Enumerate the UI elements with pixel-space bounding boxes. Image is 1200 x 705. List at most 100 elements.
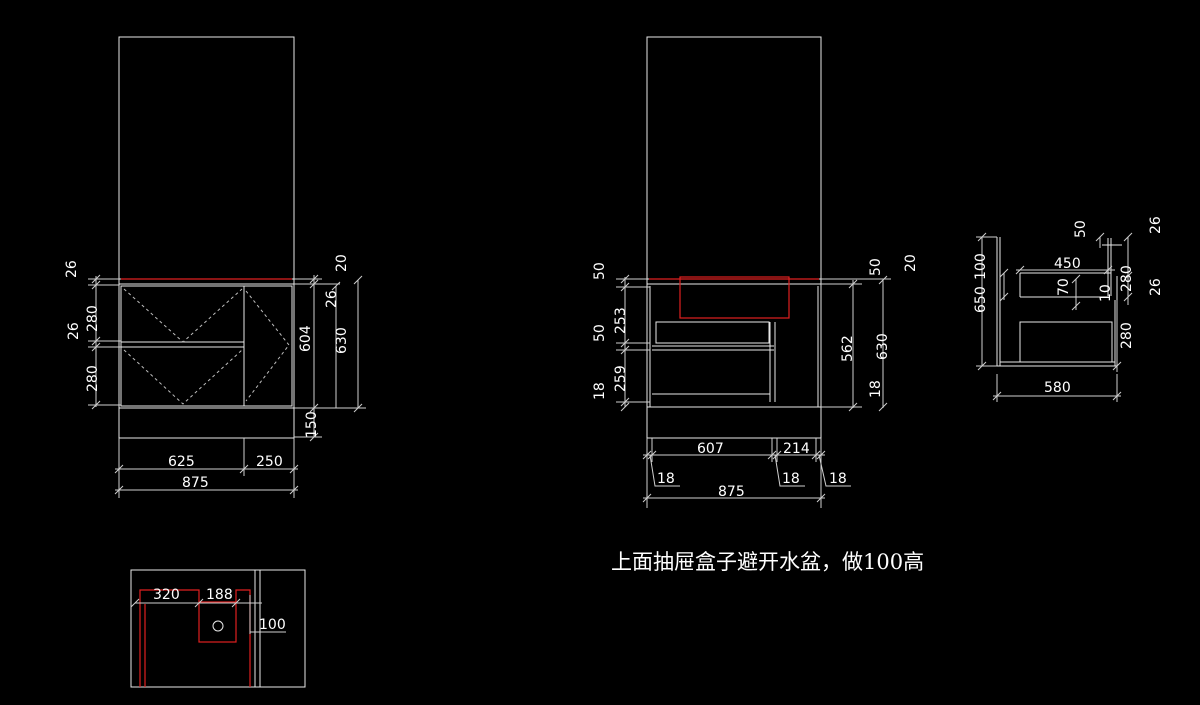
section-right-tick-3	[1123, 292, 1133, 302]
side-width-tick-3	[767, 450, 777, 460]
side-tick-5	[620, 397, 630, 407]
section-dim-box-width: 450	[1054, 256, 1081, 272]
section-dim-depth: 580	[1044, 380, 1071, 396]
front-tick-4	[91, 342, 101, 352]
plan-tick-1	[130, 598, 140, 608]
side-dim-cabinet-height: 630	[875, 333, 891, 360]
section-total-tick-1	[977, 232, 987, 242]
front-tick-2	[91, 280, 101, 290]
section-view: 50 26 100 450 70 280 10 26 650 280 580	[973, 216, 1164, 402]
front-view: 26 280 26 280 20 26 604 630 150	[64, 36, 366, 498]
plan-tick-3	[231, 598, 241, 608]
side-dim-drawer-height: 253	[613, 307, 629, 334]
section-dim-right-offset: 10	[1098, 284, 1114, 302]
side-dim-mid-gap: 50	[592, 324, 608, 342]
side-leader-3	[818, 454, 851, 487]
side-dim-right-bottom: 18	[868, 380, 884, 398]
door-open-marks	[245, 290, 290, 402]
plan-dim-basin-width: 188	[206, 587, 233, 603]
front-width-tick-1	[114, 464, 124, 474]
section-total-tick-2	[977, 361, 987, 371]
plan-view: 320 188 100	[130, 569, 306, 688]
front-right-tick-1	[309, 274, 319, 284]
side-dim-top-gap: 50	[592, 262, 608, 280]
section-depth-tick-2	[1112, 391, 1122, 401]
front-outline	[118, 36, 295, 439]
section-box-tick-2	[999, 292, 1009, 302]
section-top-gap-tick	[1095, 232, 1105, 242]
section-dim-right-top: 26	[1148, 278, 1164, 296]
side-right-tick-4	[878, 402, 888, 412]
side-width-tick-2	[647, 450, 657, 460]
section-right-tick-2	[1123, 271, 1133, 281]
section-dim-right-gap: 280	[1119, 265, 1135, 292]
side-tick-4	[620, 345, 630, 355]
front-dim-upper-drawer: 280	[85, 305, 101, 332]
front-dim-right-offset: 20	[334, 254, 350, 272]
front-tick-5	[91, 400, 101, 410]
side-dim-right-offset: 20	[903, 254, 919, 272]
side-width-tick-6	[816, 450, 826, 460]
side-right-tick-3	[878, 275, 888, 285]
section-width-tick-1	[1015, 265, 1025, 275]
plan-tick-2	[194, 598, 204, 608]
section-inner-tick-1	[1071, 274, 1081, 284]
section-inner-tick-2	[1071, 301, 1081, 311]
section-width-tick-2	[1103, 265, 1113, 275]
side-tick-1	[620, 274, 630, 284]
side-width-tick-1	[642, 450, 652, 460]
front-dim-inner-height: 604	[298, 325, 314, 352]
side-leader-2	[774, 454, 805, 487]
side-dim-right-top: 50	[868, 258, 884, 276]
side-dim-total-width: 875	[718, 484, 745, 500]
basin-red-outline-left	[139, 589, 200, 687]
section-right-tick-1	[1123, 232, 1133, 242]
side-view: 50 253 50 259 18 50 20 562 630 18	[592, 36, 919, 508]
basin-red-box	[198, 601, 237, 643]
front-tick-3	[91, 336, 101, 346]
front-dim-top: 26	[64, 260, 80, 278]
section-box-tick-1	[999, 268, 1009, 278]
plan-dim-left-width: 320	[153, 587, 180, 603]
front-width-tick-3	[289, 464, 299, 474]
side-total-tick-2	[816, 493, 826, 503]
side-leader-1	[649, 454, 680, 487]
front-right-tick-4	[309, 432, 319, 442]
side-width-tick-5	[811, 450, 821, 460]
front-dim-right-gap: 26	[324, 290, 340, 308]
front-right-tick-5	[331, 281, 341, 291]
front-width-tick-2	[239, 464, 249, 474]
section-dim-total-height: 650	[973, 286, 989, 313]
front-right-tick-6	[353, 275, 363, 285]
side-dim-panel-left: 18	[657, 471, 675, 487]
section-lower-tick	[1112, 361, 1122, 371]
side-dim-inner-height: 562	[840, 335, 856, 362]
front-total-tick-2	[289, 485, 299, 495]
side-dim-panel-right: 18	[829, 471, 847, 487]
plan-dim-basin-depth: 100	[259, 617, 286, 633]
front-total-tick-1	[114, 485, 124, 495]
side-dim-right-width: 214	[783, 441, 810, 457]
section-lower-drawer	[1019, 321, 1113, 363]
basin-red-section	[679, 276, 790, 319]
front-dim-lower-drawer: 280	[85, 365, 101, 392]
front-right-tick-3	[309, 403, 319, 413]
section-dim-box-height: 100	[973, 253, 989, 280]
upper-drawer-open-marks	[123, 288, 243, 343]
front-dim-right-width: 250	[256, 454, 283, 470]
side-tick-3	[620, 338, 630, 348]
front-dim-left-width: 625	[168, 454, 195, 470]
section-dim-lower-height: 280	[1119, 322, 1135, 349]
design-note: 上面抽屉盒子避开水盆，做100高	[611, 550, 924, 574]
side-total-tick-1	[642, 493, 652, 503]
section-depth-tick-1	[992, 391, 1002, 401]
front-dim-drawer-gap: 26	[66, 322, 82, 340]
side-dim-lower-height: 259	[613, 365, 629, 392]
front-right-tick-2	[309, 279, 319, 289]
section-dim-inner-height: 70	[1056, 278, 1072, 296]
side-tick-2	[620, 282, 630, 292]
side-right-tick-2	[848, 402, 858, 412]
upper-drawer-box	[655, 321, 770, 344]
front-dim-cabinet-height: 630	[334, 327, 350, 354]
front-right-tick-7	[353, 403, 363, 413]
